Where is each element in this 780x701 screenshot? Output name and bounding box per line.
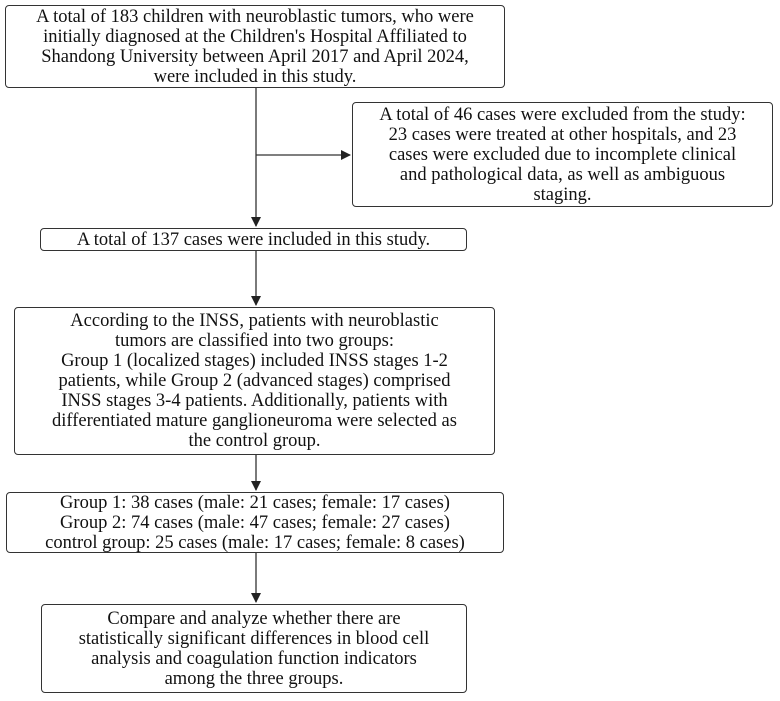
box-line: Compare and analyze whether there are — [107, 608, 401, 629]
box-line: A total of 137 cases were included in th… — [76, 229, 431, 250]
box-line: INSS stages 3-4 patients. Additionally, … — [61, 391, 448, 411]
box-line: 23 cases were treated at other hospitals… — [388, 124, 737, 145]
box-line: cases were excluded due to incomplete cl… — [388, 144, 737, 165]
box-line: patients, while Group 2 (advanced stages… — [58, 371, 451, 391]
box-line: A total of 183 children with neuroblasti… — [36, 6, 474, 27]
analysis-box: Compare and analyze whether there are st… — [41, 604, 467, 693]
box-line: Shandong University between April 2017 a… — [41, 46, 469, 67]
inss-classification-box: According to the INSS, patients with neu… — [14, 307, 495, 455]
box-line: were included in this study. — [153, 66, 357, 87]
box-line: initially diagnosed at the Children's Ho… — [43, 26, 467, 47]
box-line: tumors are classified into two groups: — [115, 331, 394, 351]
box-line: differentiated mature ganglioneuroma wer… — [52, 411, 457, 431]
box-line: statistically significant differences in… — [78, 628, 430, 649]
box-line: and pathological data, as well as ambigu… — [399, 164, 726, 185]
box-line: According to the INSS, patients with neu… — [70, 311, 439, 331]
excluded-cases-box: A total of 46 cases were excluded from t… — [352, 102, 773, 207]
box-line: Group 1 (localized stages) included INSS… — [61, 351, 448, 371]
group-counts-box: Group 1: 38 cases (male: 21 cases; femal… — [6, 492, 504, 553]
box-line: Group 1: 38 cases (male: 21 cases; femal… — [60, 492, 450, 513]
box-line: Group 2: 74 cases (male: 47 cases; femal… — [60, 512, 450, 533]
box-line: analysis and coagulation function indica… — [91, 648, 417, 669]
included-cases-box: A total of 137 cases were included in th… — [40, 228, 467, 251]
box-line: control group: 25 cases (male: 17 cases;… — [45, 532, 465, 553]
box-line: staging. — [533, 184, 592, 205]
box-line: among the three groups. — [164, 668, 344, 689]
box-line: A total of 46 cases were excluded from t… — [379, 104, 746, 125]
box-line: the control group. — [188, 431, 321, 451]
initial-cohort-box: A total of 183 children with neuroblasti… — [5, 5, 505, 88]
